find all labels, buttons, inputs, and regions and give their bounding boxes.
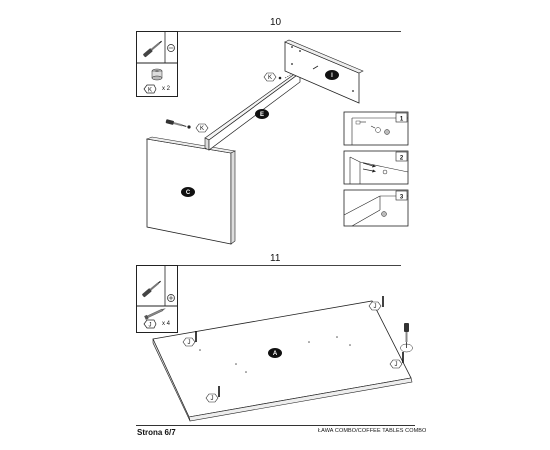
page-number: Strona 6/7 [137,428,176,437]
screwdriver-in-use-icon [165,119,187,127]
screwdriver-pozi-icon [137,32,177,81]
step-11-number: 11 [270,253,281,264]
label-panel-i: I [331,73,333,79]
tabletop-a [152,300,412,418]
hardware-k-hexagon: K [143,84,157,94]
label-j-bottom: J [211,396,214,402]
detail-1-number: 1 [400,117,404,123]
step-11-rule [136,265,401,266]
footer-rule [136,425,415,426]
hardware-j-count: x 4 [162,321,171,327]
label-j-right: J [395,362,398,368]
detail-2-number: 2 [400,156,404,162]
step-10-rule [136,31,401,32]
hardware-j-hexagon: J [143,319,157,329]
step-11-tool-box: J x 4 [136,265,178,333]
label-k-upper: K [268,75,272,81]
detail-3-number: 3 [400,195,404,201]
label-panel-c: C [186,190,191,196]
detail-box-3: 3 [343,189,409,227]
document-title: ŁAWA COMBO/COFFEE TABLES COMBO [318,428,427,434]
label-k-lower: K [200,126,204,132]
step-10-tool-box: K x 2 [136,31,178,97]
step-10-number: 10 [270,17,282,28]
hardware-k-letter: K [148,87,152,93]
label-tabletop-a: A [273,351,278,357]
label-j-top: J [374,304,377,310]
label-rail-e: E [260,112,264,118]
hardware-j-letter: J [149,322,152,328]
screwdriver-vertical-icon [400,323,413,353]
detail-box-2: 2 [343,150,409,185]
hardware-k-count: x 2 [162,86,171,92]
detail-box-1: 1 [343,111,409,146]
label-j-left: J [188,340,191,346]
screwdriver-phillips-icon [137,266,177,320]
